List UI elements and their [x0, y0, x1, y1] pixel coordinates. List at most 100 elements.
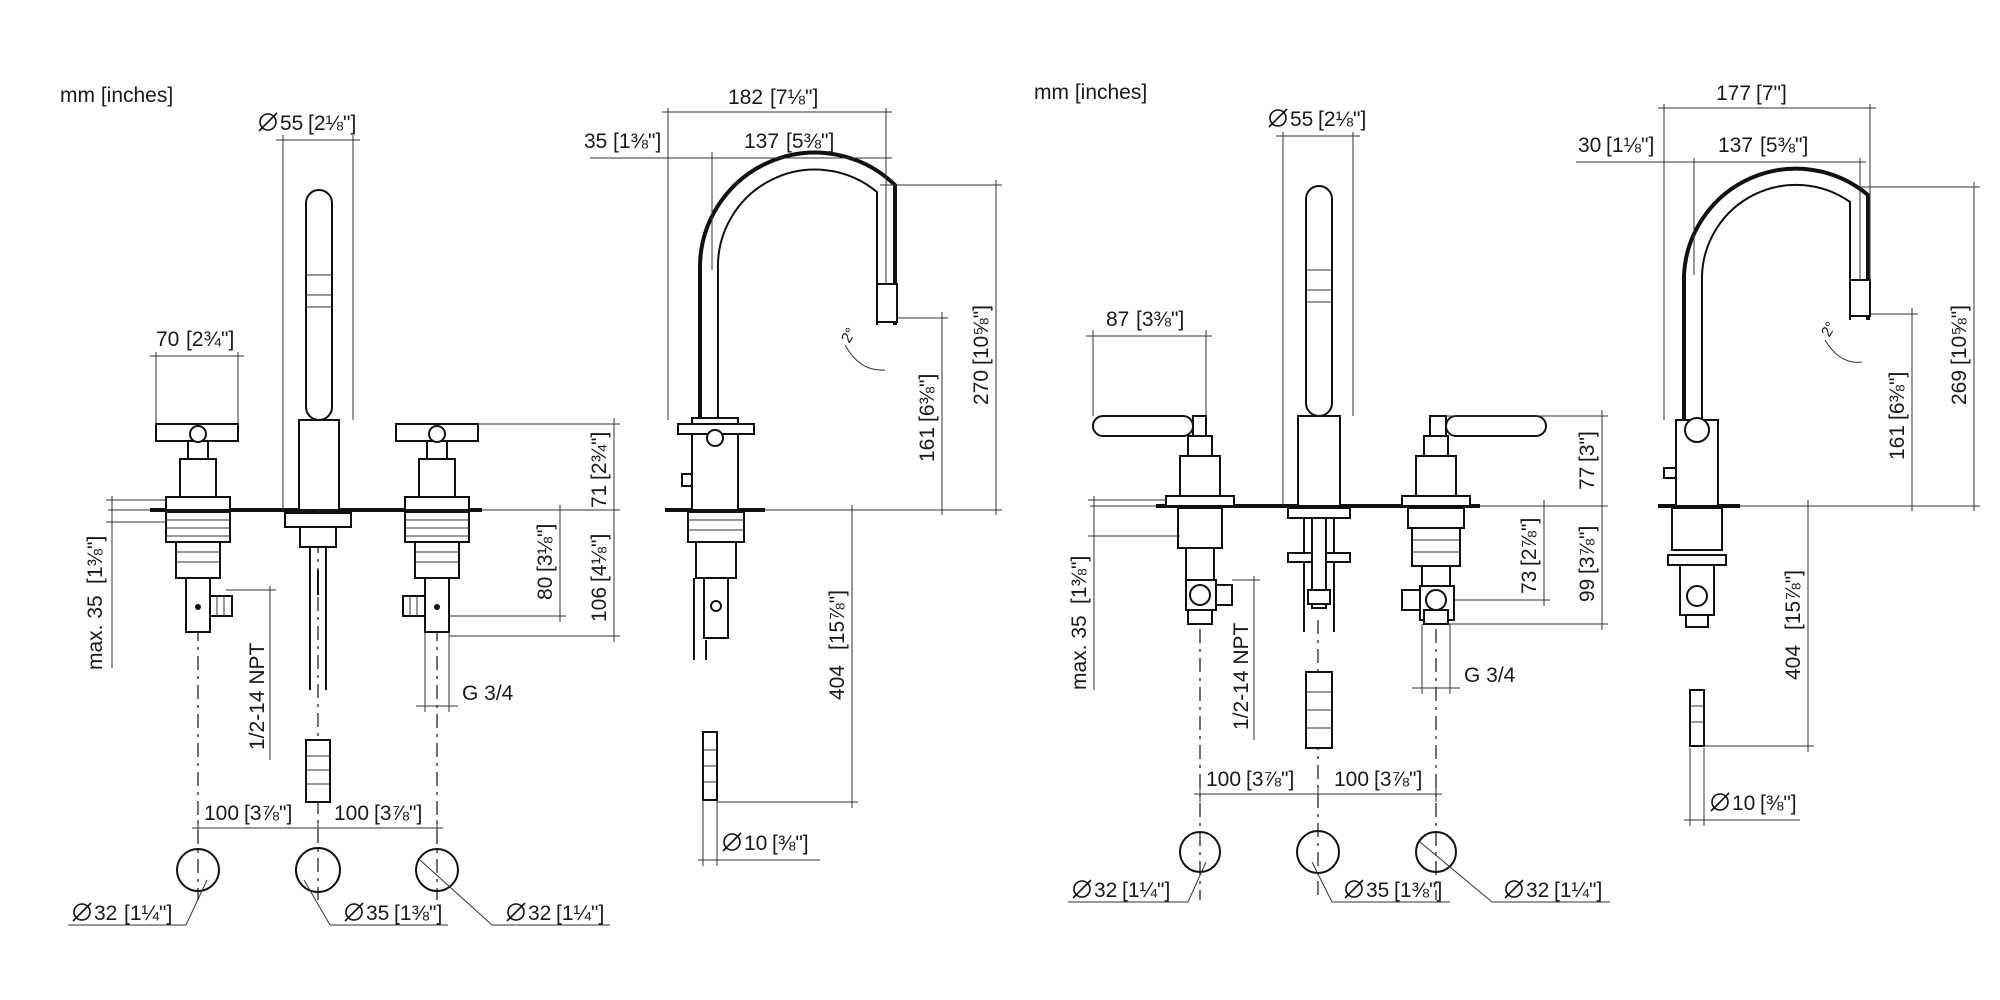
h80-value: 80: [534, 577, 557, 600]
left-cross-handle: [155, 423, 239, 633]
diameter-icon: [506, 902, 526, 922]
left-drawing: mm [inches]: [60, 84, 1002, 926]
dim-w70-left: 70 [2¾"]: [150, 328, 244, 424]
dim-spacing-left: 100 [3⅞"] 100 [3⅞"]: [192, 802, 443, 836]
h32a-value: 32: [94, 902, 117, 925]
h71-value: 71: [588, 485, 611, 508]
s100b-value: 100: [1334, 768, 1369, 791]
w35-inches: [1⅜"]: [613, 130, 661, 153]
h404-inches: [15⅞"]: [826, 590, 849, 650]
w137-value: 137: [1718, 134, 1753, 157]
w70-value: 70: [156, 328, 179, 351]
w70-inches: [2¾"]: [186, 328, 234, 351]
w30-inches: [1⅛"]: [1606, 134, 1654, 157]
s100a-value: 100: [1206, 768, 1241, 791]
s100b-inches: [3⅞"]: [374, 802, 422, 825]
h73-value: 73: [1518, 571, 1541, 594]
h269-inches: [10⅝"]: [1948, 305, 1971, 365]
right-side-view-faucet: 2°: [1658, 166, 1871, 747]
h71-inches: [2¾"]: [588, 432, 611, 480]
w137-value: 137: [744, 130, 779, 153]
angle-label-left: 2°: [838, 325, 860, 346]
dim-vertical-right-left: 71 [2¾"] 80 [3⅛"] 106 [4⅛"]: [449, 418, 620, 642]
w30-value: 30: [1578, 134, 1601, 157]
h35-inches: [1⅜"]: [1394, 879, 1442, 902]
max35-value: max. 35: [1068, 615, 1091, 690]
left-lever-handle: [1092, 415, 1235, 625]
h32b-value: 32: [1526, 879, 1549, 902]
npt-value: 1/2-14 NPT: [246, 642, 269, 750]
diameter-icon: [344, 902, 364, 922]
h161-inches: [6⅜"]: [916, 374, 939, 422]
dim-vertical-right-right: 77 [3"] 73 [2⅞"] 99 [3⅞"]: [1446, 410, 1608, 630]
w35-value: 35: [584, 130, 607, 153]
h404-inches: [15⅞"]: [1782, 570, 1805, 630]
dim-g34-left: G 3/4: [416, 632, 514, 712]
h161-value: 161: [916, 427, 939, 462]
h35-value: 35: [366, 902, 389, 925]
h80-inches: [3⅛"]: [534, 524, 557, 572]
max35-inches: [1⅜"]: [84, 536, 107, 584]
right-lever-handle: [1401, 415, 1547, 625]
s100b-inches: [3⅞"]: [1374, 768, 1422, 791]
dim-npt-left: 1/2-14 NPT: [226, 586, 276, 760]
s100a-inches: [3⅞"]: [1246, 768, 1294, 791]
d55-value: 55: [1290, 108, 1313, 131]
h161-inches: [6⅜"]: [1886, 372, 1909, 420]
s100a-value: 100: [204, 802, 239, 825]
h32a-inches: [1¼"]: [124, 902, 172, 925]
g34-value: G 3/4: [1464, 664, 1516, 687]
diameter-icon: [1344, 879, 1364, 899]
dim-h404-left: 404 [15⅞"]: [717, 505, 858, 808]
w87-value: 87: [1106, 308, 1129, 331]
dim-d10-left: 10 [⅜"]: [698, 800, 820, 866]
d10-inches: [⅜"]: [772, 832, 809, 855]
deck-holes-left: 32 [1¼"] 35 [1⅜"] 32 [1¼"]: [68, 847, 610, 926]
dim-npt-right: 1/2-14 NPT: [1230, 576, 1260, 740]
w137-inches: [5⅜"]: [786, 130, 834, 153]
g34-value: G 3/4: [462, 682, 514, 705]
deck-holes-right: 32 [1¼"] 35 [1⅜"] 32 [1¼"]: [1068, 830, 1610, 903]
h404-value: 404: [826, 665, 849, 700]
d10-value: 10: [744, 832, 767, 855]
w177-value: 177: [1716, 82, 1751, 105]
dim-max35-right: max. 35 [1⅜"]: [1068, 496, 1180, 690]
left-side-view-faucet: 2°: [665, 150, 898, 801]
h269-value: 269: [1948, 370, 1971, 405]
h32b-inches: [1¼"]: [556, 902, 604, 925]
diameter-icon: [1072, 879, 1092, 899]
h32b-inches: [1¼"]: [1554, 879, 1602, 902]
dim-d55-left: 55 [2⅛"]: [258, 112, 360, 510]
diameter-icon: [1504, 879, 1524, 899]
dim-w35-w137-left: 35 [1⅜"] 137 [5⅜"]: [584, 130, 892, 270]
h99-inches: [3⅞"]: [1576, 526, 1599, 574]
w87-inches: [3⅜"]: [1136, 308, 1184, 331]
dim-d10-right: 10 [⅜"]: [1684, 748, 1800, 826]
d55-value: 55: [280, 112, 303, 135]
d55-inches: [2⅛"]: [308, 112, 356, 135]
right-cross-handle: [395, 423, 479, 633]
max35-value: max. 35: [84, 595, 107, 670]
h106-value: 106: [588, 587, 611, 622]
dim-w177-right: 177 [7"]: [1658, 82, 1876, 420]
dim-w87-right: 87 [3⅜"]: [1086, 308, 1212, 416]
w177-inches: [7"]: [1756, 82, 1787, 105]
left-spout: [284, 189, 352, 803]
d55-inches: [2⅛"]: [1318, 108, 1366, 131]
dim-h269-h161-right: 269 [10⅝"] 161 [6⅜"]: [1740, 182, 1980, 511]
units-label-right: mm [inches]: [1034, 81, 1147, 104]
h32a-inches: [1¼"]: [1122, 879, 1170, 902]
angle-label-right: 2°: [1818, 319, 1840, 340]
right-spout: [1287, 185, 1351, 749]
d10-inches: [⅜"]: [1760, 792, 1797, 815]
diameter-icon: [258, 112, 278, 132]
dim-h404-right: 404 [15⅞"]: [1704, 500, 1814, 752]
dim-d55-right: 55 [2⅛"]: [1268, 108, 1366, 506]
w182-value: 182: [728, 86, 763, 109]
diameter-icon: [72, 902, 92, 922]
h35-inches: [1⅜"]: [394, 902, 442, 925]
right-drawing: mm [inches]: [1034, 81, 1980, 903]
h270-value: 270: [970, 370, 993, 405]
npt-value: 1/2-14 NPT: [1230, 622, 1253, 730]
